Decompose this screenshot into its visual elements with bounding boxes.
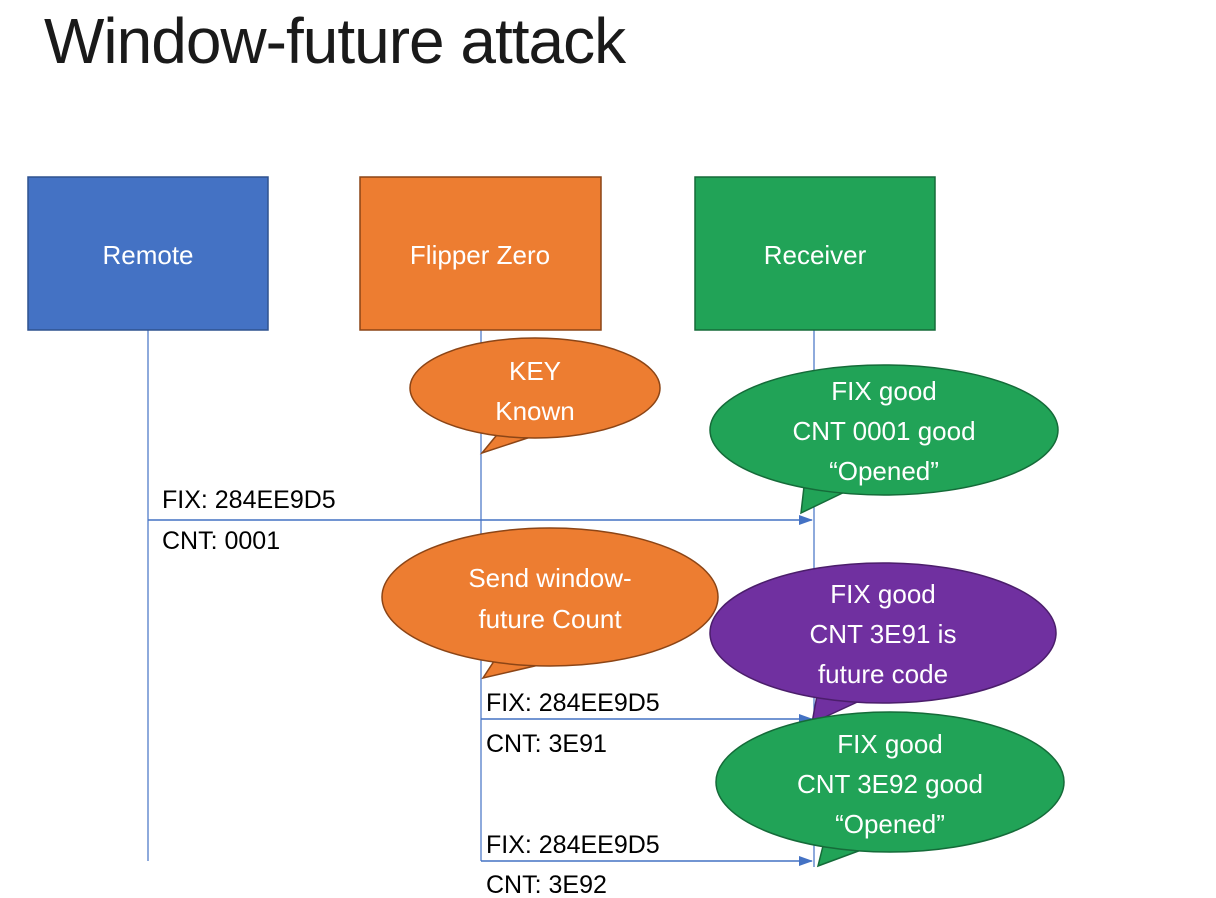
actor-box-flipper-zero (359, 176, 602, 331)
slide-title: Window-future attack (44, 5, 626, 77)
callout-cnt-3e92-good-bubble (715, 711, 1065, 853)
callout-send-window-future-line-2: future Count (478, 604, 622, 634)
message-1-cnt-label: CNT: 0001 (162, 527, 280, 555)
message-2-cnt-label: CNT: 3E91 (486, 730, 607, 758)
callout-cnt-3e91-future-line-1: FIX good (830, 579, 936, 609)
callout-key-known-bubble (409, 337, 661, 439)
callout-cnt-3e91-future-bubble (709, 562, 1057, 704)
message-2: FIX: 284EE9D5 CNT: 3E91 (481, 689, 813, 758)
actor-box-receiver (694, 176, 936, 331)
actor-label-remote: Remote (102, 240, 193, 270)
actor-label-receiver: Receiver (764, 240, 867, 270)
message-3-cnt-label: CNT: 3E92 (486, 871, 607, 898)
message-1: FIX: 284EE9D5 CNT: 0001 (148, 486, 813, 555)
message-2-fix-label: FIX: 284EE9D5 (486, 689, 660, 717)
message-3: FIX: 284EE9D5 CNT: 3E92 (481, 831, 813, 898)
callout-cnt-3e92-good: FIX good CNT 3E92 good “Opened” (715, 711, 1065, 868)
callout-cnt-3e91-future-line-2: CNT 3E91 is (810, 619, 957, 649)
callout-key-known-line-2: Known (495, 396, 575, 426)
callout-send-window-future-line-1: Send window- (468, 563, 631, 593)
actor-box-remote (27, 176, 269, 331)
callout-cnt-3e92-good-line-3: “Opened” (835, 809, 945, 839)
actor-receiver: Receiver (694, 176, 936, 331)
message-1-fix-label: FIX: 284EE9D5 (162, 486, 336, 514)
callout-cnt-3e91-future-line-3: future code (818, 659, 948, 689)
callout-cnt-0001-good-line-3: “Opened” (829, 456, 939, 486)
actor-flipper-zero: Flipper Zero (359, 176, 602, 331)
callout-send-window-future-bubble (381, 527, 719, 667)
actor-remote: Remote (27, 176, 269, 331)
callout-cnt-3e92-good-line-2: CNT 3E92 good (797, 769, 983, 799)
callout-cnt-3e91-future: FIX good CNT 3E91 is future code (709, 562, 1057, 725)
callout-key-known-line-1: KEY (509, 356, 561, 386)
callout-cnt-0001-good-line-2: CNT 0001 good (792, 416, 975, 446)
callout-cnt-0001-good-line-1: FIX good (831, 376, 937, 406)
callout-send-window-future: Send window- future Count (381, 527, 719, 680)
callout-cnt-0001-good: FIX good CNT 0001 good “Opened” (709, 364, 1059, 515)
callout-cnt-0001-good-bubble (709, 364, 1059, 496)
message-3-fix-label: FIX: 284EE9D5 (486, 831, 660, 859)
actor-label-flipper-zero: Flipper Zero (410, 240, 550, 270)
callout-cnt-3e92-good-line-1: FIX good (837, 729, 943, 759)
callout-key-known: KEY Known (409, 337, 661, 455)
